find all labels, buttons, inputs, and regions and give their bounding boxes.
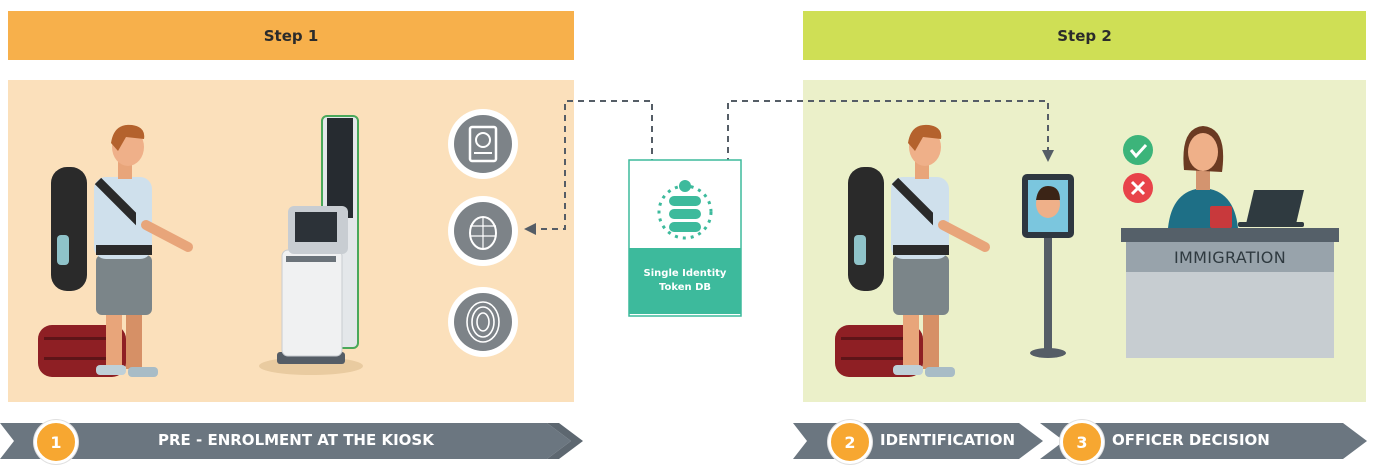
stage-3-badge: 3	[1060, 420, 1104, 464]
traveler-figure-2	[835, 125, 985, 377]
stage-1-badge: 1	[34, 420, 78, 464]
kiosk	[259, 115, 363, 375]
passport-icon	[448, 109, 518, 179]
arrow-to-face-terminal	[1042, 150, 1054, 162]
cross-icon	[1123, 173, 1153, 203]
stage-1-label: PRE - ENROLMENT AT THE KIOSK	[158, 431, 434, 449]
immigration-sign: IMMIGRATION	[1174, 247, 1286, 267]
laptop	[1238, 190, 1304, 227]
immigration-counter	[1121, 228, 1339, 358]
stage-2-badge: 2	[828, 420, 872, 464]
stage-banners	[0, 423, 1367, 459]
step-2-title: Step 2	[1057, 26, 1112, 45]
fingerprint-icon	[448, 287, 518, 357]
stage-2-label: IDENTIFICATION	[880, 431, 1016, 449]
check-icon	[1123, 135, 1153, 165]
traveler-figure	[38, 125, 188, 377]
step-1-header: Step 1	[8, 11, 574, 60]
database-face-icon	[657, 180, 713, 240]
connector-arrows	[530, 100, 1049, 230]
face-scan-icon	[448, 196, 518, 266]
immigration-officer	[1168, 126, 1238, 228]
face-terminal	[1022, 174, 1074, 358]
arrow-to-face-icon	[524, 223, 536, 235]
step-2-header: Step 2	[803, 11, 1366, 60]
step-1-title: Step 1	[263, 26, 319, 45]
stage-3-label: OFFICER DECISION	[1112, 431, 1270, 449]
database-label: Single Identity Token DB	[629, 248, 741, 314]
